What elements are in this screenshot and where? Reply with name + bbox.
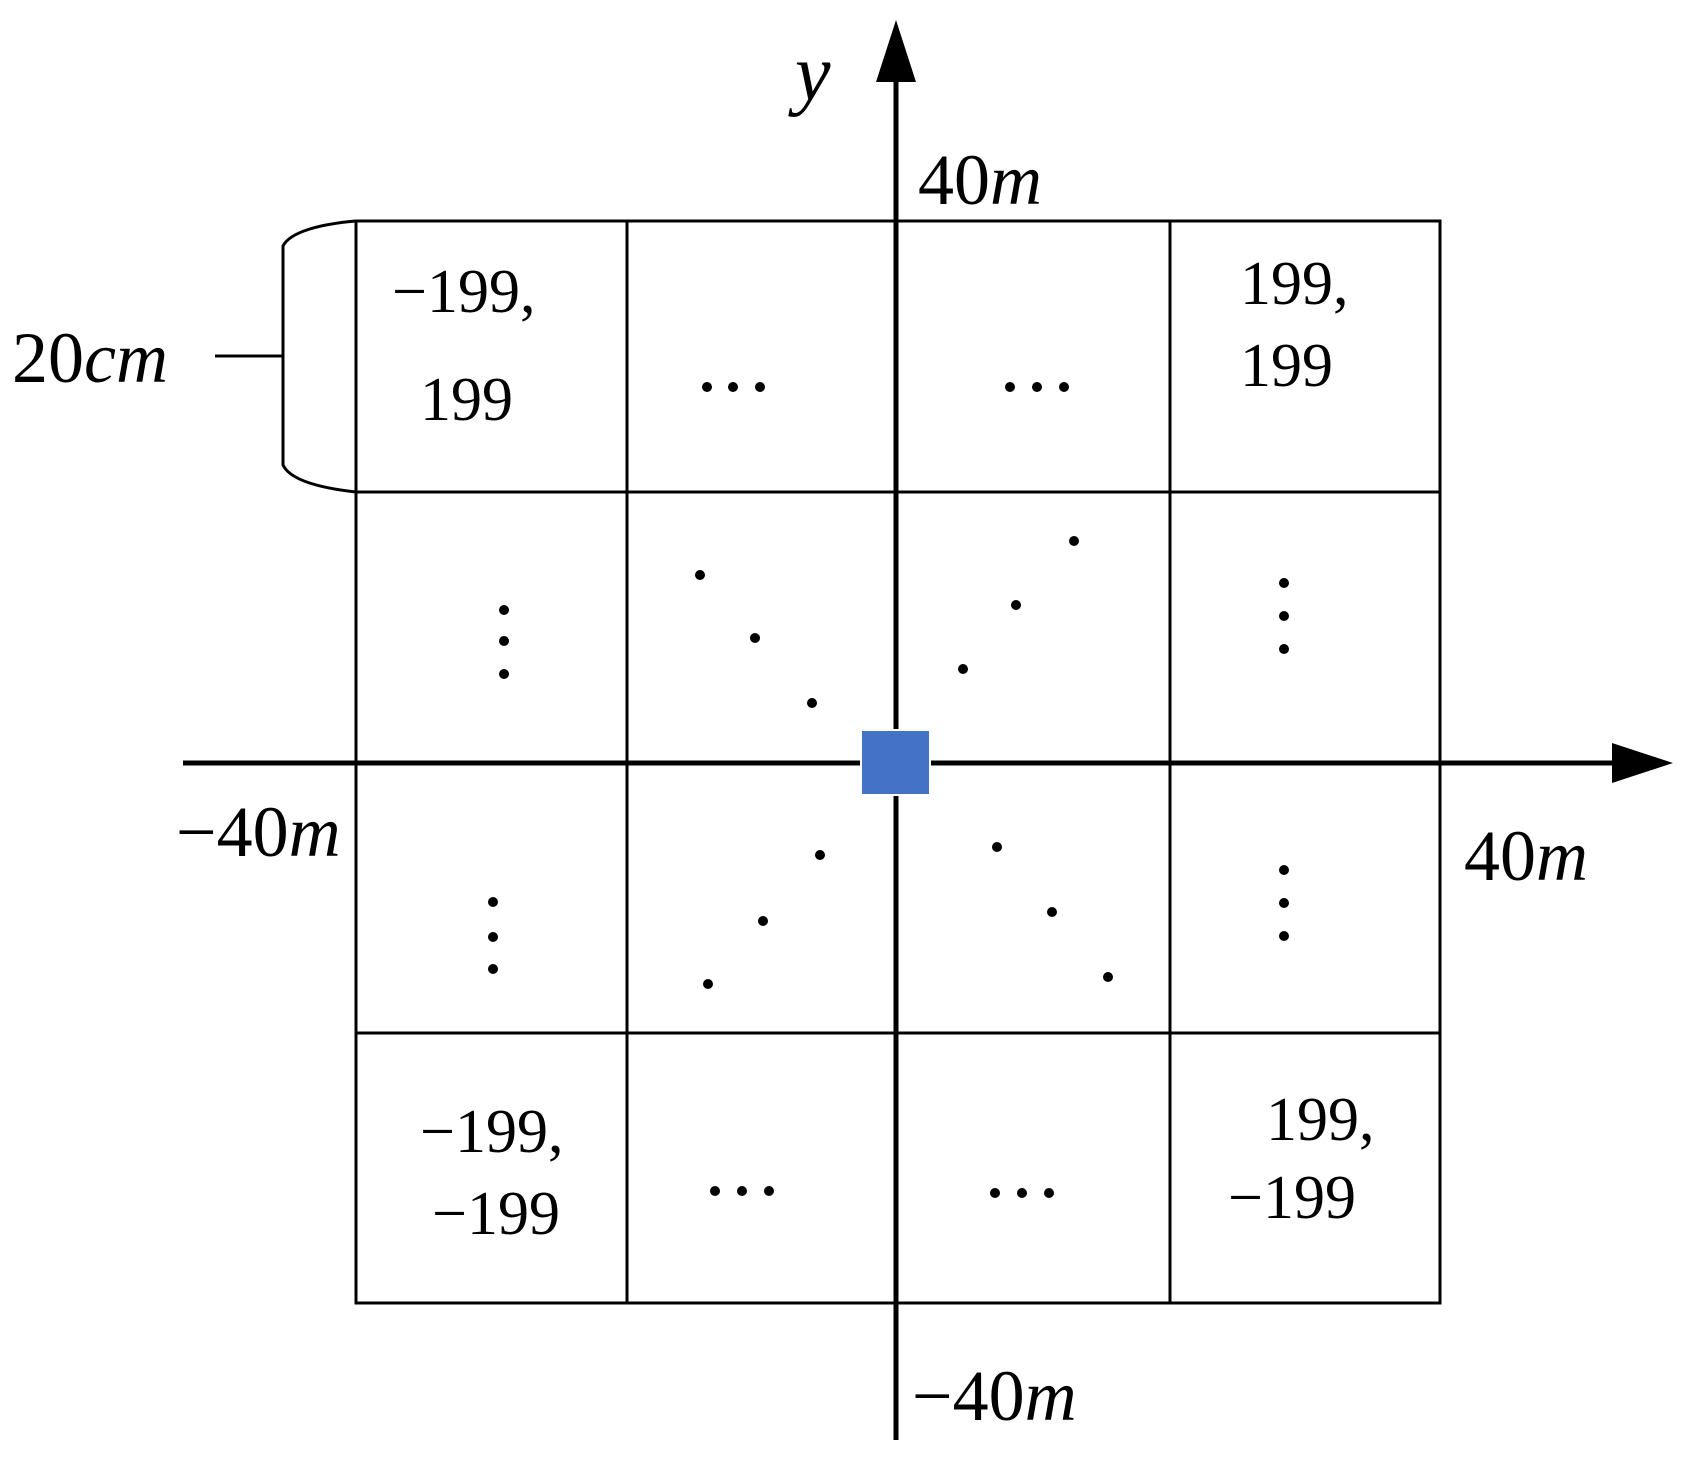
cell-top-left-line-1: −199,	[392, 258, 535, 326]
cell-size-bracket	[215, 219, 357, 494]
y-min-value: −40	[912, 1356, 1025, 1436]
vellipsis-right-upper	[1279, 578, 1289, 654]
diag-ellipsis-lower-left	[703, 850, 825, 989]
origin-marker	[860, 729, 931, 796]
cell-top-right: 199, 199	[1240, 250, 1349, 400]
x-max-unit: m	[1536, 816, 1588, 896]
vellipsis-left-upper	[499, 605, 509, 679]
y-axis-min-label: −40m	[912, 1356, 1077, 1436]
bracket-brace	[281, 219, 357, 494]
cell-size-unit: cm	[84, 318, 168, 398]
ellipsis-top-right-middle	[1005, 382, 1069, 392]
y-axis-label: y	[788, 30, 831, 118]
cell-bottom-right-line-1: 199,	[1266, 1086, 1375, 1154]
y-axis-arrowhead	[876, 20, 916, 82]
cell-size-label: 20cm	[12, 318, 168, 398]
cell-bottom-left-line-1: −199,	[420, 1098, 563, 1166]
cell-top-left-line-2: 199	[420, 366, 513, 434]
y-min-unit: m	[1025, 1356, 1077, 1436]
vellipsis-right-lower	[1279, 865, 1289, 941]
x-axis-arrowhead	[1612, 743, 1673, 783]
cell-bottom-right-line-2: −199	[1228, 1164, 1356, 1232]
ellipsis-top-left-middle	[702, 382, 765, 392]
cell-bottom-left: −199, −199	[420, 1098, 563, 1248]
diag-ellipsis-upper-right	[958, 536, 1079, 674]
x-min-value: −40	[176, 792, 289, 872]
vellipsis-left-lower	[488, 897, 498, 974]
ellipsis-bottom-left-middle	[710, 1186, 774, 1196]
diag-ellipsis-upper-left	[695, 570, 817, 708]
y-max-unit: m	[990, 140, 1042, 220]
y-max-value: 40	[918, 140, 990, 220]
cell-top-right-line-2: 199	[1240, 332, 1333, 400]
y-axis-max-label: 40m	[918, 140, 1042, 220]
diag-ellipsis-lower-right	[992, 842, 1113, 982]
x-min-unit: m	[289, 792, 341, 872]
x-axis-min-label: −40m	[176, 792, 341, 872]
cell-bottom-right: 199, −199	[1228, 1086, 1375, 1232]
x-max-value: 40	[1464, 816, 1536, 896]
cell-top-left: −199, 199	[392, 258, 535, 434]
x-axis-max-label: 40m	[1464, 816, 1588, 896]
cell-bottom-left-line-2: −199	[432, 1180, 560, 1248]
ellipsis-bottom-right-middle	[990, 1188, 1054, 1198]
cell-top-right-line-1: 199,	[1240, 250, 1349, 318]
cell-size-value: 20	[12, 318, 84, 398]
